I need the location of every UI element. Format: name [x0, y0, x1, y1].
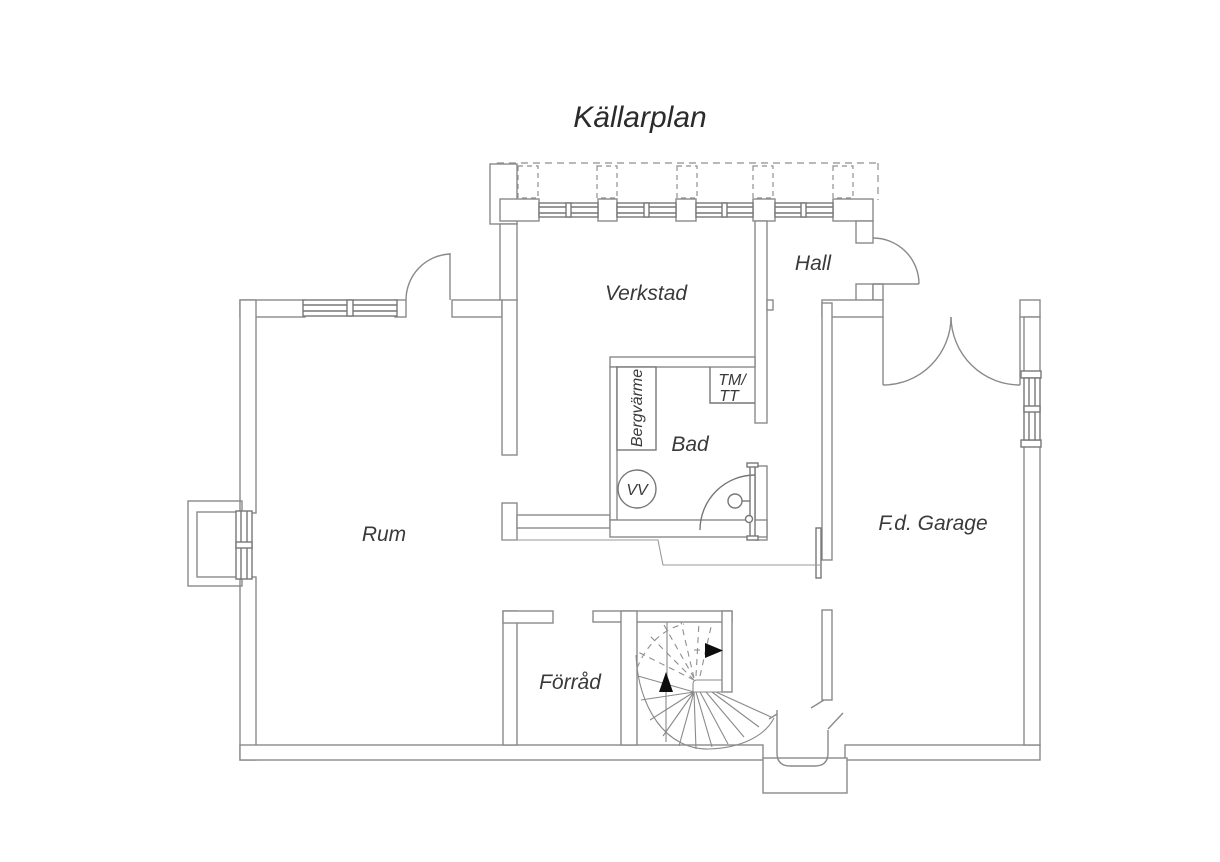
- room-label-verkstad: Verkstad: [605, 282, 688, 305]
- deck-pillar-icon: [517, 165, 854, 199]
- label-washer-line1: TM/: [718, 372, 747, 389]
- shower-icon: [699, 462, 759, 541]
- door-swing-icon: [405, 237, 1021, 579]
- room-label-rum: Rum: [362, 523, 406, 546]
- window-well: [187, 500, 243, 587]
- water-heater-icon: [617, 469, 657, 509]
- double-door-icon: [882, 316, 1021, 386]
- spiral-staircase: [635, 621, 775, 750]
- room-label-bad: Bad: [671, 433, 710, 456]
- label-heat-pump: Bergvärme: [629, 369, 646, 447]
- stairs-up-arrow-icon: [659, 672, 673, 692]
- stair-hub: [692, 679, 722, 693]
- walls: [187, 163, 1041, 794]
- room-label-hall: Hall: [795, 252, 833, 275]
- room-label-forrad: Förråd: [539, 671, 602, 694]
- label-washer-line2: TT: [719, 388, 740, 405]
- washer-dryer-niche: [709, 367, 755, 404]
- upper-flight-dashed: [636, 621, 712, 681]
- plan-title: Källarplan: [573, 101, 706, 134]
- stairs-exit-arrow-icon: [705, 643, 723, 658]
- floor-step-line: [502, 539, 822, 566]
- room-label-garage: F.d. Garage: [878, 512, 987, 535]
- label-water-heater: VV: [626, 482, 649, 499]
- deck-outline-dashed: [496, 162, 879, 200]
- sliding-door-icon: [815, 527, 822, 579]
- stair-exit-pocket: [768, 699, 844, 767]
- heat-pump-closet: [616, 366, 657, 451]
- window-icon: [235, 202, 1042, 580]
- bathroom-fixtures: [616, 366, 759, 541]
